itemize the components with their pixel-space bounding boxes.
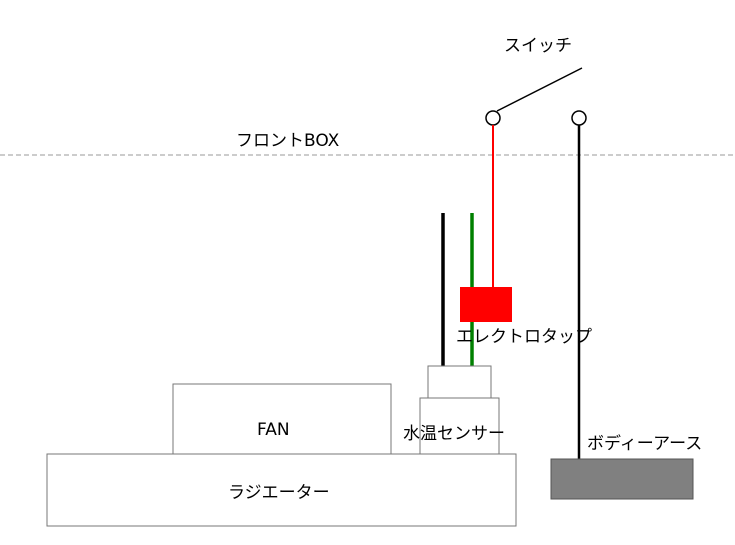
front-box-label: フロントBOX [236, 131, 340, 151]
body-earth-label: ボディーアース [587, 433, 702, 454]
sensor-connector [427, 365, 492, 399]
body-earth-block [550, 458, 694, 500]
radiator-label: ラジエーター [228, 483, 330, 503]
fan-label: FAN [257, 420, 290, 440]
switch-lever [496, 67, 583, 112]
water-temp-sensor [419, 397, 500, 455]
switch-terminal-right [571, 110, 587, 126]
electro-tap [460, 287, 512, 322]
fan-box [172, 383, 392, 455]
electro-tap-label: エレクトロタップ [456, 327, 592, 347]
switch-terminal-left [485, 110, 501, 126]
water-temp-sensor-label: 水温センサー [403, 424, 505, 444]
radiator-box [46, 453, 517, 527]
switch-label: スイッチ [504, 36, 572, 56]
